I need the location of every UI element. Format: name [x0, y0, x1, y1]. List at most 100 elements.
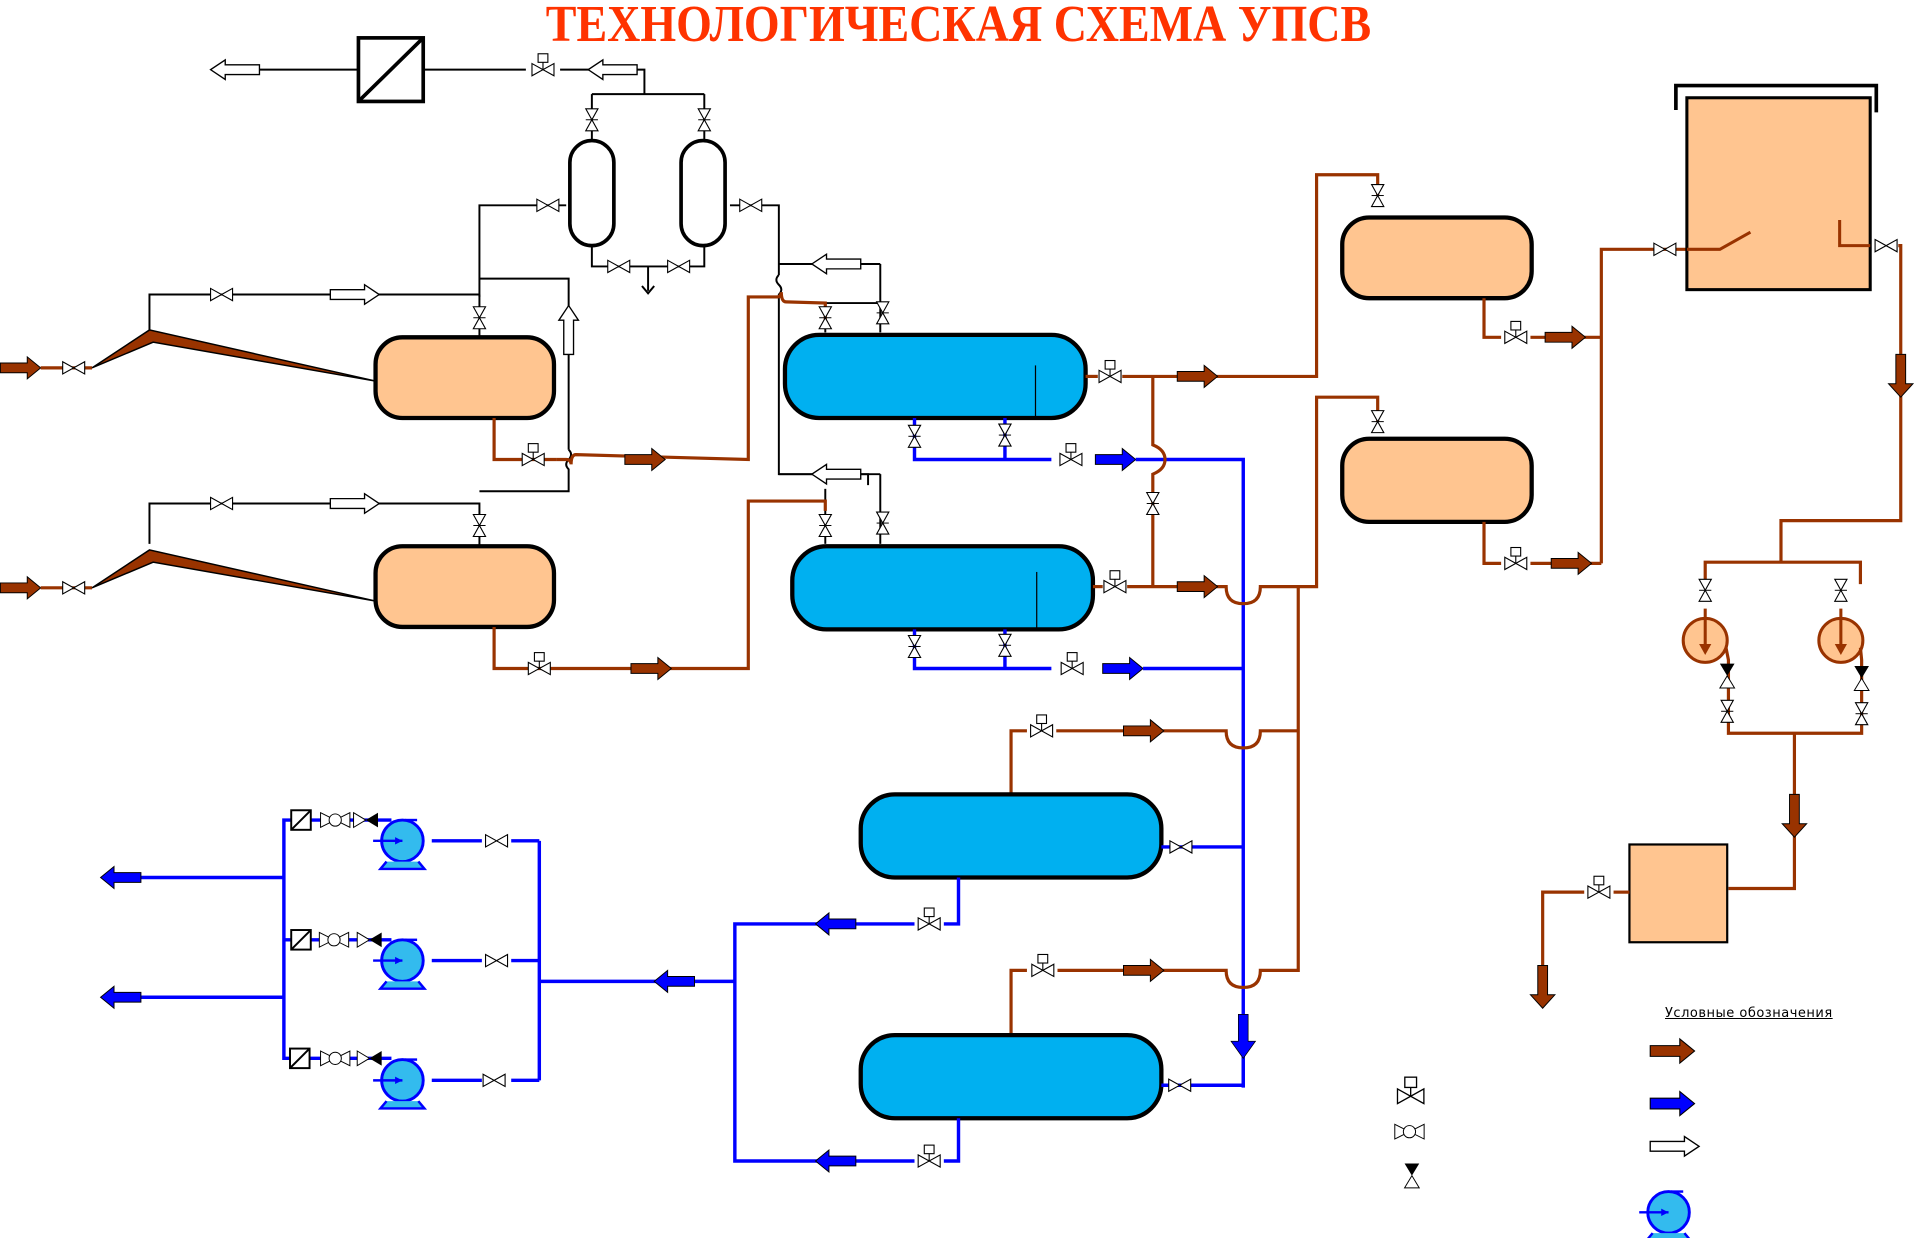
valve-icon[interactable] — [1720, 699, 1734, 723]
oil-arrow-icon — [1781, 793, 1808, 838]
settling-tank-1 — [858, 792, 1164, 880]
valve-icon[interactable] — [1168, 1078, 1192, 1092]
valve-icon[interactable] — [210, 287, 234, 302]
oil-inlet-arrow-icon — [0, 576, 42, 600]
valve-icon[interactable] — [484, 834, 509, 848]
oil-outlet-arrow-icon — [1529, 964, 1556, 1009]
gas-lines — [148, 68, 882, 548]
valve-icon[interactable] — [998, 633, 1012, 657]
control-valve-icon[interactable] — [1031, 953, 1055, 978]
legend-oil-arrow-icon — [1649, 1038, 1696, 1064]
gas-meter-box — [356, 36, 426, 104]
control-valve-icon[interactable] — [1060, 652, 1084, 676]
final-tank — [1628, 843, 1729, 944]
valve-icon[interactable] — [607, 259, 631, 274]
valve-icon[interactable] — [1874, 238, 1898, 253]
oil-arrow-icon — [624, 448, 666, 472]
control-valve-icon[interactable] — [1030, 714, 1054, 738]
oil-arrow-icon — [1176, 364, 1219, 388]
valve-icon[interactable] — [667, 259, 691, 274]
valve-icon[interactable] — [472, 513, 487, 538]
gas-arrow-icon — [811, 463, 862, 485]
check-valve-icon — [352, 812, 379, 828]
valve-icon[interactable] — [484, 953, 509, 968]
gas-arrow-icon — [811, 253, 862, 275]
valve-icon[interactable] — [1371, 183, 1385, 208]
valve-icon[interactable] — [210, 496, 234, 511]
filter-icon — [290, 929, 312, 951]
valve-icon[interactable] — [1698, 578, 1712, 602]
inlet-pipe-funnel — [91, 549, 377, 603]
water-separator-2 — [790, 544, 1096, 632]
valve-icon[interactable] — [585, 108, 599, 132]
pump-icon[interactable] — [371, 1058, 426, 1110]
valve-icon[interactable] — [907, 424, 922, 448]
legend-heading: Условные обозначения — [1665, 1006, 1833, 1021]
legend-pump-icon — [1637, 1190, 1693, 1238]
check-valve-icon — [356, 1050, 383, 1067]
check-valve-icon — [1719, 663, 1736, 689]
control-valve-icon[interactable] — [1504, 320, 1528, 344]
check-valve-icon — [1853, 665, 1870, 691]
valve-icon[interactable] — [818, 306, 832, 330]
control-valve-icon[interactable] — [1098, 359, 1122, 384]
valve-icon[interactable] — [62, 361, 86, 375]
control-valve-icon[interactable] — [917, 907, 941, 931]
valve-icon[interactable] — [907, 634, 922, 659]
pump-icon[interactable] — [371, 938, 426, 991]
control-valve-icon[interactable] — [1504, 546, 1528, 571]
water-arrow-icon — [1102, 657, 1144, 680]
valve-icon[interactable] — [1653, 242, 1677, 256]
control-valve-icon[interactable] — [531, 53, 555, 77]
valve-icon[interactable] — [697, 108, 711, 132]
gas-outlet-arrow-icon — [209, 59, 261, 81]
valve-icon[interactable] — [998, 423, 1012, 447]
pump-icon[interactable] — [371, 818, 426, 871]
filter-icon — [290, 809, 312, 831]
valve-icon[interactable] — [739, 198, 763, 212]
legend-gas-arrow-icon — [1649, 1135, 1700, 1157]
gas-arrow-icon — [587, 59, 638, 81]
oil-arrow-icon — [1122, 958, 1165, 982]
control-valve-icon[interactable] — [1059, 443, 1083, 467]
valve-icon[interactable] — [1854, 702, 1869, 726]
water-arrow-icon — [1230, 1013, 1257, 1059]
valve-icon[interactable] — [62, 581, 86, 595]
control-valve-icon[interactable] — [1587, 875, 1611, 899]
flow-meter-icon — [320, 812, 351, 828]
inlet-pipe-funnel — [91, 329, 377, 383]
valve-icon[interactable] — [1169, 840, 1193, 854]
valve-icon[interactable] — [482, 1073, 506, 1088]
valve-icon[interactable] — [1834, 578, 1848, 602]
control-valve-icon[interactable] — [521, 443, 545, 467]
gas-arrow-icon — [329, 493, 380, 514]
check-valve-icon — [356, 931, 383, 948]
oil-pump[interactable] — [1681, 608, 1729, 664]
valve-icon[interactable] — [1146, 491, 1160, 516]
water-arrow-icon — [815, 912, 857, 936]
valve-icon[interactable] — [536, 198, 560, 212]
gas-arrow-icon — [558, 304, 580, 356]
water-outlet-arrow-icon — [100, 985, 142, 1009]
valve-icon[interactable] — [1371, 410, 1385, 434]
oil-pump[interactable] — [1817, 608, 1865, 664]
flow-meter-icon — [318, 931, 350, 948]
legend-water-arrow-icon — [1649, 1090, 1696, 1117]
gas-dryer-vessel — [679, 138, 727, 248]
valve-icon[interactable] — [876, 301, 890, 325]
valve-icon[interactable] — [818, 513, 832, 538]
oil-inlet-arrow-icon — [0, 356, 42, 380]
control-valve-icon[interactable] — [917, 1144, 941, 1168]
oil-arrow-icon — [1550, 551, 1593, 575]
water-arrow-icon — [653, 969, 696, 993]
separator-vessel-2 — [373, 544, 557, 630]
gas-arrow-icon — [329, 284, 380, 305]
storage-tank — [1674, 83, 1879, 292]
valve-icon[interactable] — [472, 306, 487, 330]
gas-dryer-vessel — [568, 138, 616, 248]
valve-icon[interactable] — [876, 511, 890, 535]
control-valve-icon[interactable] — [1103, 570, 1127, 594]
oil-arrow-icon — [1176, 575, 1219, 599]
control-valve-icon[interactable] — [527, 652, 551, 676]
